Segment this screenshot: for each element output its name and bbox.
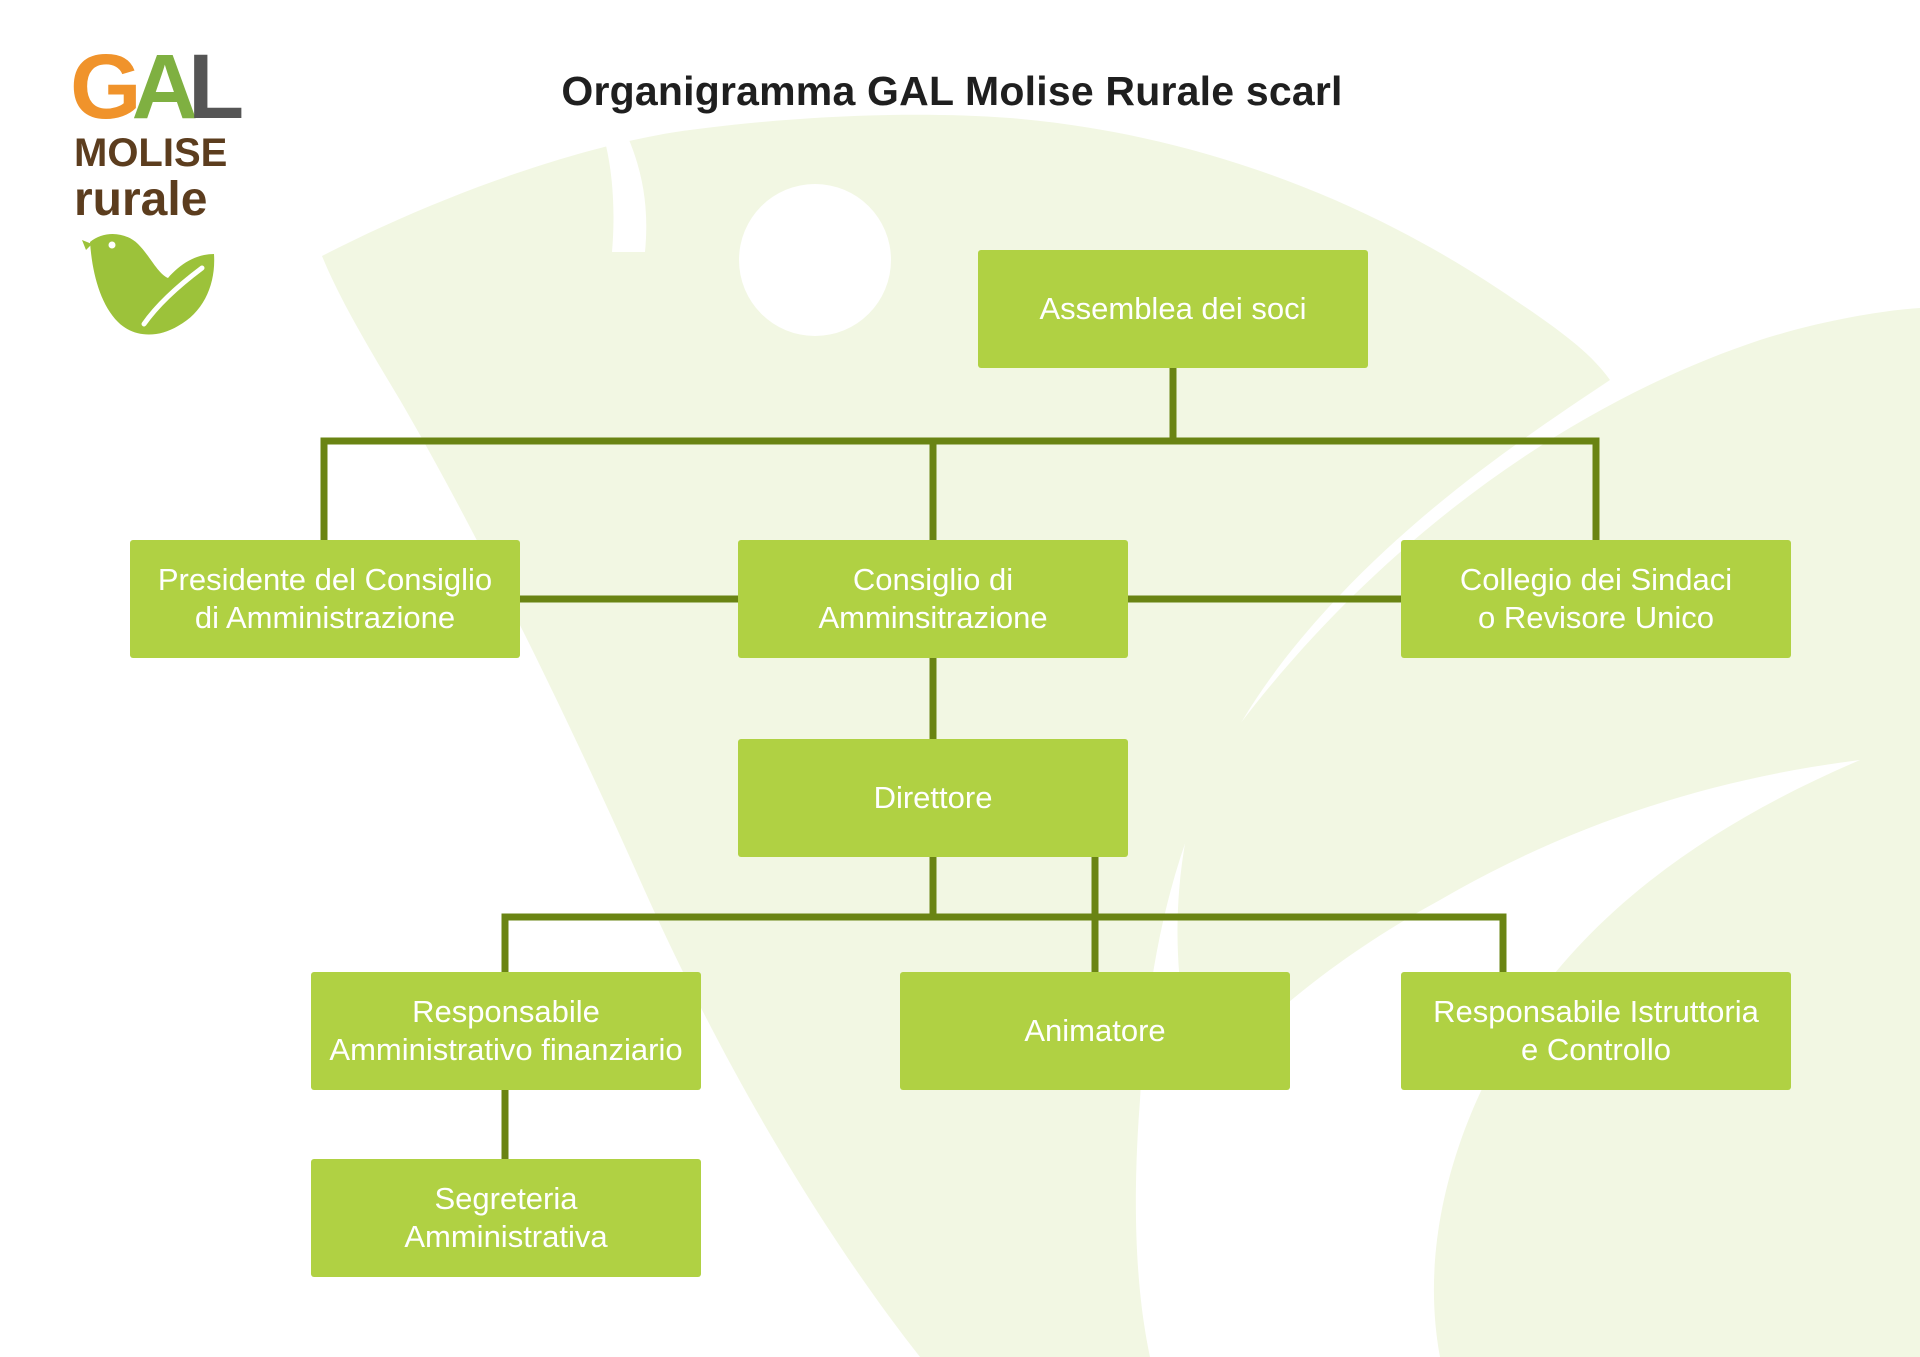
- node-animatore: Animatore: [900, 972, 1290, 1090]
- node-responsabile-istruttoria: Responsabile Istruttoria e Controllo: [1401, 972, 1791, 1090]
- node-assemblea-dei-soci: Assemblea dei soci: [978, 250, 1368, 368]
- node-presidente: Presidente del Consiglio di Amministrazi…: [130, 540, 520, 658]
- bird-leaf-icon: [82, 233, 215, 335]
- page-title: Organigramma GAL Molise Rurale scarl: [561, 68, 1343, 114]
- logo-molise-text: MOLISE: [74, 131, 228, 175]
- logo-letter-g: G: [70, 36, 141, 138]
- node-collegio: Collegio dei Sindaci o Revisore Unico: [1401, 540, 1791, 658]
- node-direttore: Direttore: [738, 739, 1128, 857]
- logo-letter-a: A: [131, 36, 199, 138]
- node-responsabile-amministrativo: Responsabile Amministrativo finanziario: [311, 972, 701, 1090]
- node-segreteria: Segreteria Amministrativa: [311, 1159, 701, 1277]
- node-consiglio: Consiglio di Amminsitrazione: [738, 540, 1128, 658]
- logo-rurale-text: rurale: [74, 173, 208, 226]
